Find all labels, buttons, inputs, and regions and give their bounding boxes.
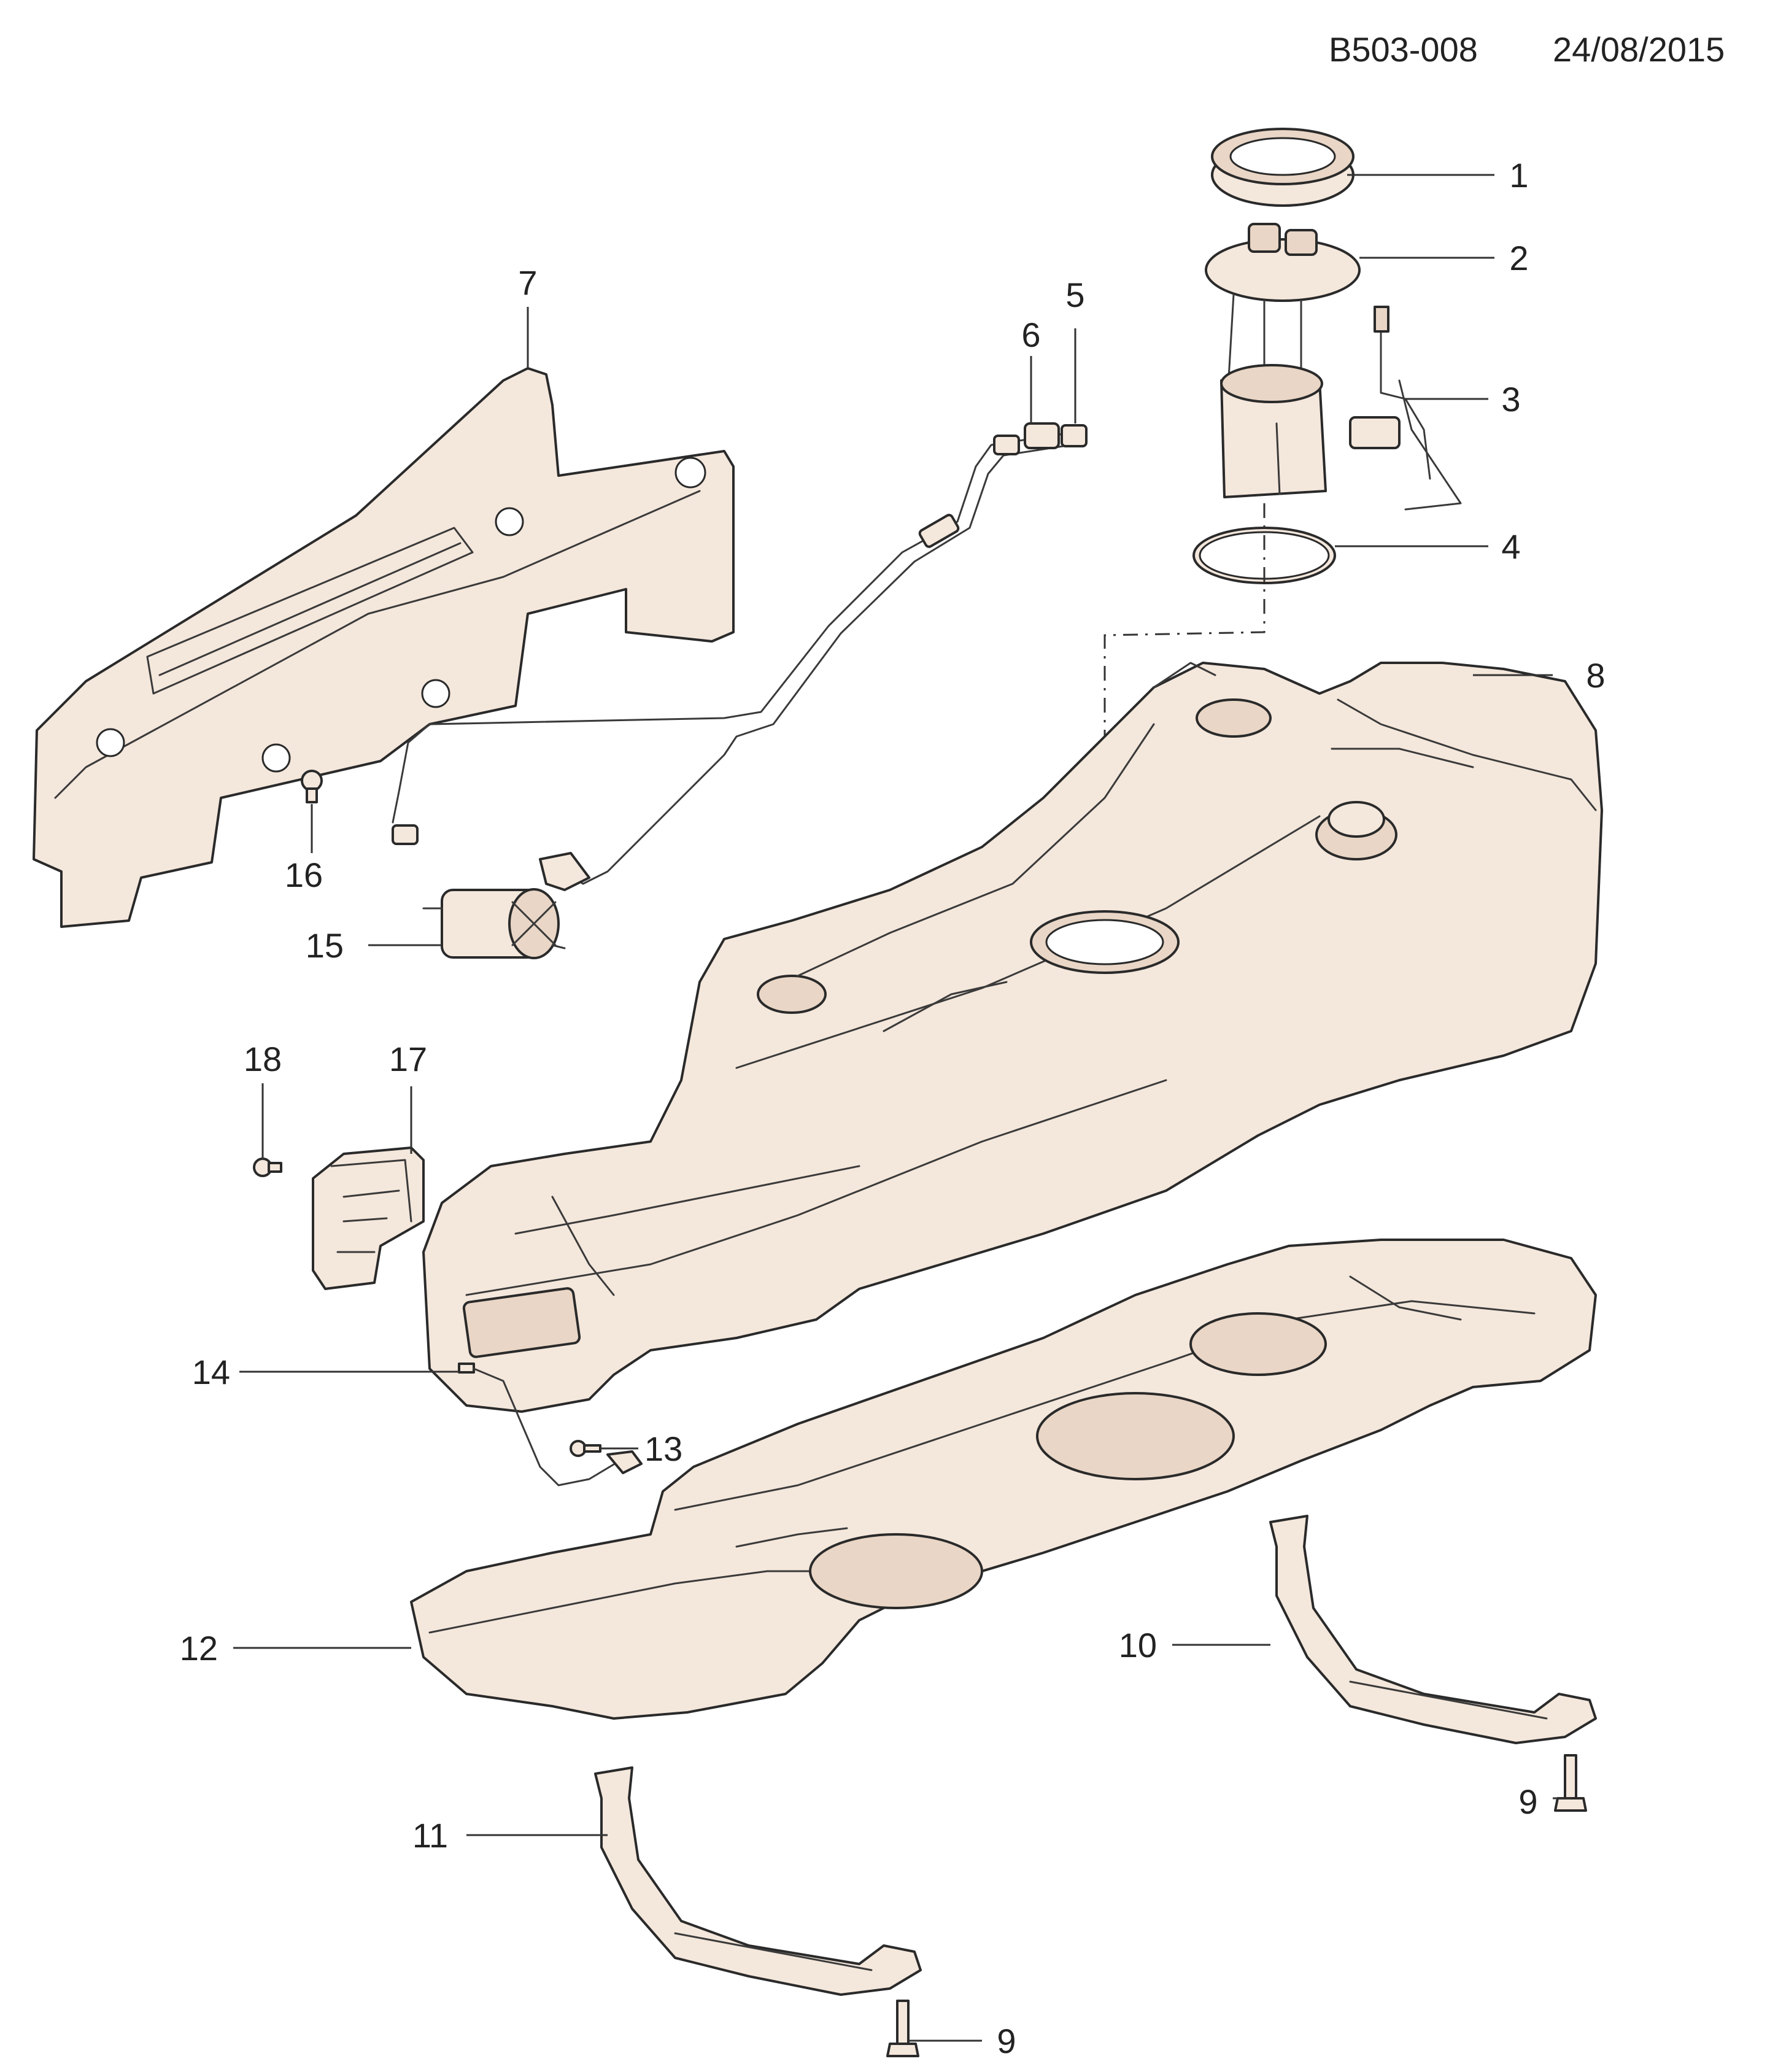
part-5-6-fuel-lines (392, 422, 1088, 891)
callout-18: 18 (244, 1040, 282, 1078)
callout-8: 8 (1586, 656, 1605, 695)
part-14-wire-harness (458, 1363, 643, 1486)
part-2-fuel-pump-module (1205, 223, 1361, 498)
callout-10: 10 (1119, 1626, 1157, 1664)
callout-4: 4 (1501, 527, 1520, 566)
part-18-nut (253, 1158, 282, 1177)
callout-17: 17 (389, 1040, 427, 1078)
part-3-fuel-level-sender (1349, 306, 1462, 511)
callout-16: 16 (285, 856, 323, 894)
diagram-date: 24/08/2015 (1553, 30, 1725, 69)
callout-5: 5 (1065, 276, 1084, 314)
callout-13: 13 (644, 1429, 682, 1468)
part-9-bolt-a (1554, 1754, 1587, 1812)
callout-12: 12 (180, 1629, 218, 1668)
callout-2: 2 (1509, 239, 1528, 277)
callout-labels: 1 2 3 4 5 6 7 8 9 9 10 11 12 13 14 15 16… (180, 156, 1606, 2060)
part-10-strap (1269, 1515, 1597, 1744)
callout-9a: 9 (1518, 1782, 1537, 1821)
part-16-clip (301, 770, 323, 803)
callout-14: 14 (192, 1353, 230, 1391)
callout-6: 6 (1021, 315, 1040, 354)
callout-11: 11 (412, 1816, 448, 1855)
callout-1: 1 (1509, 156, 1528, 195)
part-13-bolt (570, 1440, 601, 1457)
part-15-fuel-filter (422, 888, 566, 959)
callout-3: 3 (1501, 380, 1520, 419)
assembly-axis-line (1103, 503, 1266, 939)
part-11-strap (594, 1766, 922, 1996)
part-9-bolt-b (886, 2000, 919, 2057)
part-1-lock-ring (1211, 128, 1355, 207)
callout-15: 15 (306, 926, 344, 965)
part-4-seal-ring (1192, 527, 1336, 584)
part-8-fuel-tank (422, 662, 1603, 1413)
callout-9b: 9 (997, 2022, 1016, 2060)
part-17-bracket (312, 1146, 425, 1290)
diagram-code: B503-008 (1329, 30, 1478, 69)
part-7-heat-shield (33, 367, 735, 928)
leader-lines (233, 174, 1571, 2042)
part-12-under-shield (410, 1239, 1597, 1720)
callout-7: 7 (518, 263, 537, 302)
